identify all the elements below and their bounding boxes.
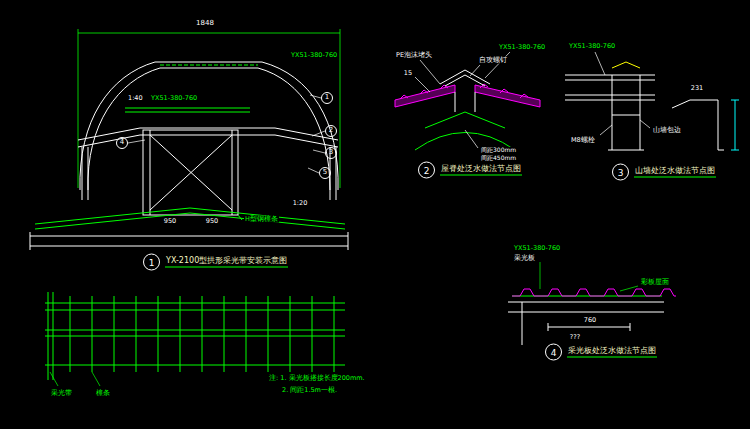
column [608, 75, 644, 150]
skylight-sheet [160, 65, 258, 66]
detail-title-text: 采光板处泛水做法节点图 [567, 347, 657, 358]
roof-slope [35, 208, 345, 229]
ridge-cap [440, 70, 490, 86]
arch-rib [80, 62, 338, 190]
annotation: YX51-380-760 [513, 245, 561, 252]
annotation: YX51-380-760 [568, 43, 616, 50]
callout-circle [322, 93, 333, 104]
corrugation [512, 289, 676, 296]
truss-brace [150, 130, 232, 215]
callout-number: 5 [322, 169, 328, 176]
callout-circle [326, 126, 337, 137]
annotation: 950 [163, 218, 177, 225]
annotation: 采光带 [50, 390, 73, 397]
annotation: 间距300mm [480, 147, 517, 153]
flashing [612, 62, 640, 68]
annotation: YX51-380-760 [498, 44, 546, 51]
panel [565, 75, 655, 100]
leader-line [540, 262, 638, 291]
annotation: 15 [403, 70, 413, 77]
corrugation [400, 84, 528, 99]
annotation: 自攻螺钉 [478, 57, 508, 64]
truss-frame [143, 130, 238, 215]
callout-circle [320, 168, 331, 179]
leader-line [50, 372, 100, 386]
annotation: 山墙包边 [652, 127, 682, 134]
callout-number: 3 [612, 164, 629, 181]
detail-title-text: 山墙处泛水做法节点图 [634, 167, 716, 178]
gable-flashing [672, 100, 724, 150]
annotation: H型钢檩条 [244, 216, 279, 223]
callout-number: 3 [328, 149, 334, 156]
callout-number: 4 [119, 139, 125, 146]
annotation: 2. 间距1.5m一根. [281, 387, 338, 394]
base-line [30, 232, 348, 250]
annotation: 彩板屋面 [640, 279, 670, 286]
sheet [125, 108, 250, 112]
dimension-line [548, 323, 630, 331]
bolt [455, 92, 475, 112]
detail-title: 3 山墙处泛水做法节点图 [612, 164, 716, 181]
callout-number: 1 [324, 94, 330, 101]
callout-circle [326, 148, 337, 159]
leader-line [128, 95, 325, 173]
annotation: 注: 1. 采光板搭接长度200mm. [268, 375, 366, 382]
ridge-purlin [415, 112, 515, 150]
detail-title: 2 屋脊处泛水做法节点图 [418, 162, 522, 179]
detail-title-text: 屋脊处泛水做法节点图 [440, 165, 522, 176]
post [82, 147, 336, 200]
leader-line [595, 52, 650, 135]
arch-rib [88, 68, 330, 190]
annotation: ??? [569, 334, 581, 341]
callout-number: 4 [545, 344, 562, 361]
plan-line [45, 303, 345, 365]
annotation: 1848 [195, 20, 215, 27]
annotation: M8螺栓 [570, 137, 596, 144]
annotation: 1:40 [127, 95, 144, 102]
plan-tick [48, 292, 334, 380]
dimension-line [78, 29, 340, 188]
detail-title: 1 YX-2100型拱形采光带安装示意图 [143, 254, 288, 271]
annotation: YX51-380-760 [150, 95, 198, 102]
annotation: 1:20 [292, 200, 309, 207]
annotation: YX51-380-760 [290, 52, 338, 59]
detail-title-text: YX-2100型拱形采光带安装示意图 [165, 257, 288, 268]
base-line [508, 302, 664, 345]
annotation: PE泡沫堵头 [395, 52, 433, 59]
annotation: 950 [205, 218, 219, 225]
callout-number: 2 [418, 162, 435, 179]
roof-panel [395, 85, 540, 107]
callout-number: 1 [143, 254, 160, 271]
leader-line [415, 52, 510, 148]
detail-title: 4 采光板处泛水做法节点图 [545, 344, 657, 361]
leader-line [238, 215, 242, 220]
callout-number: 2 [328, 127, 334, 134]
callout-circle [117, 138, 128, 149]
annotation: 760 [583, 317, 597, 324]
dimension-line [731, 100, 739, 150]
annotation: 231 [690, 85, 704, 92]
annotation: 间距450mm [480, 155, 517, 161]
annotation: 檩条 [95, 390, 111, 397]
annotation: 采光板 [513, 255, 536, 262]
